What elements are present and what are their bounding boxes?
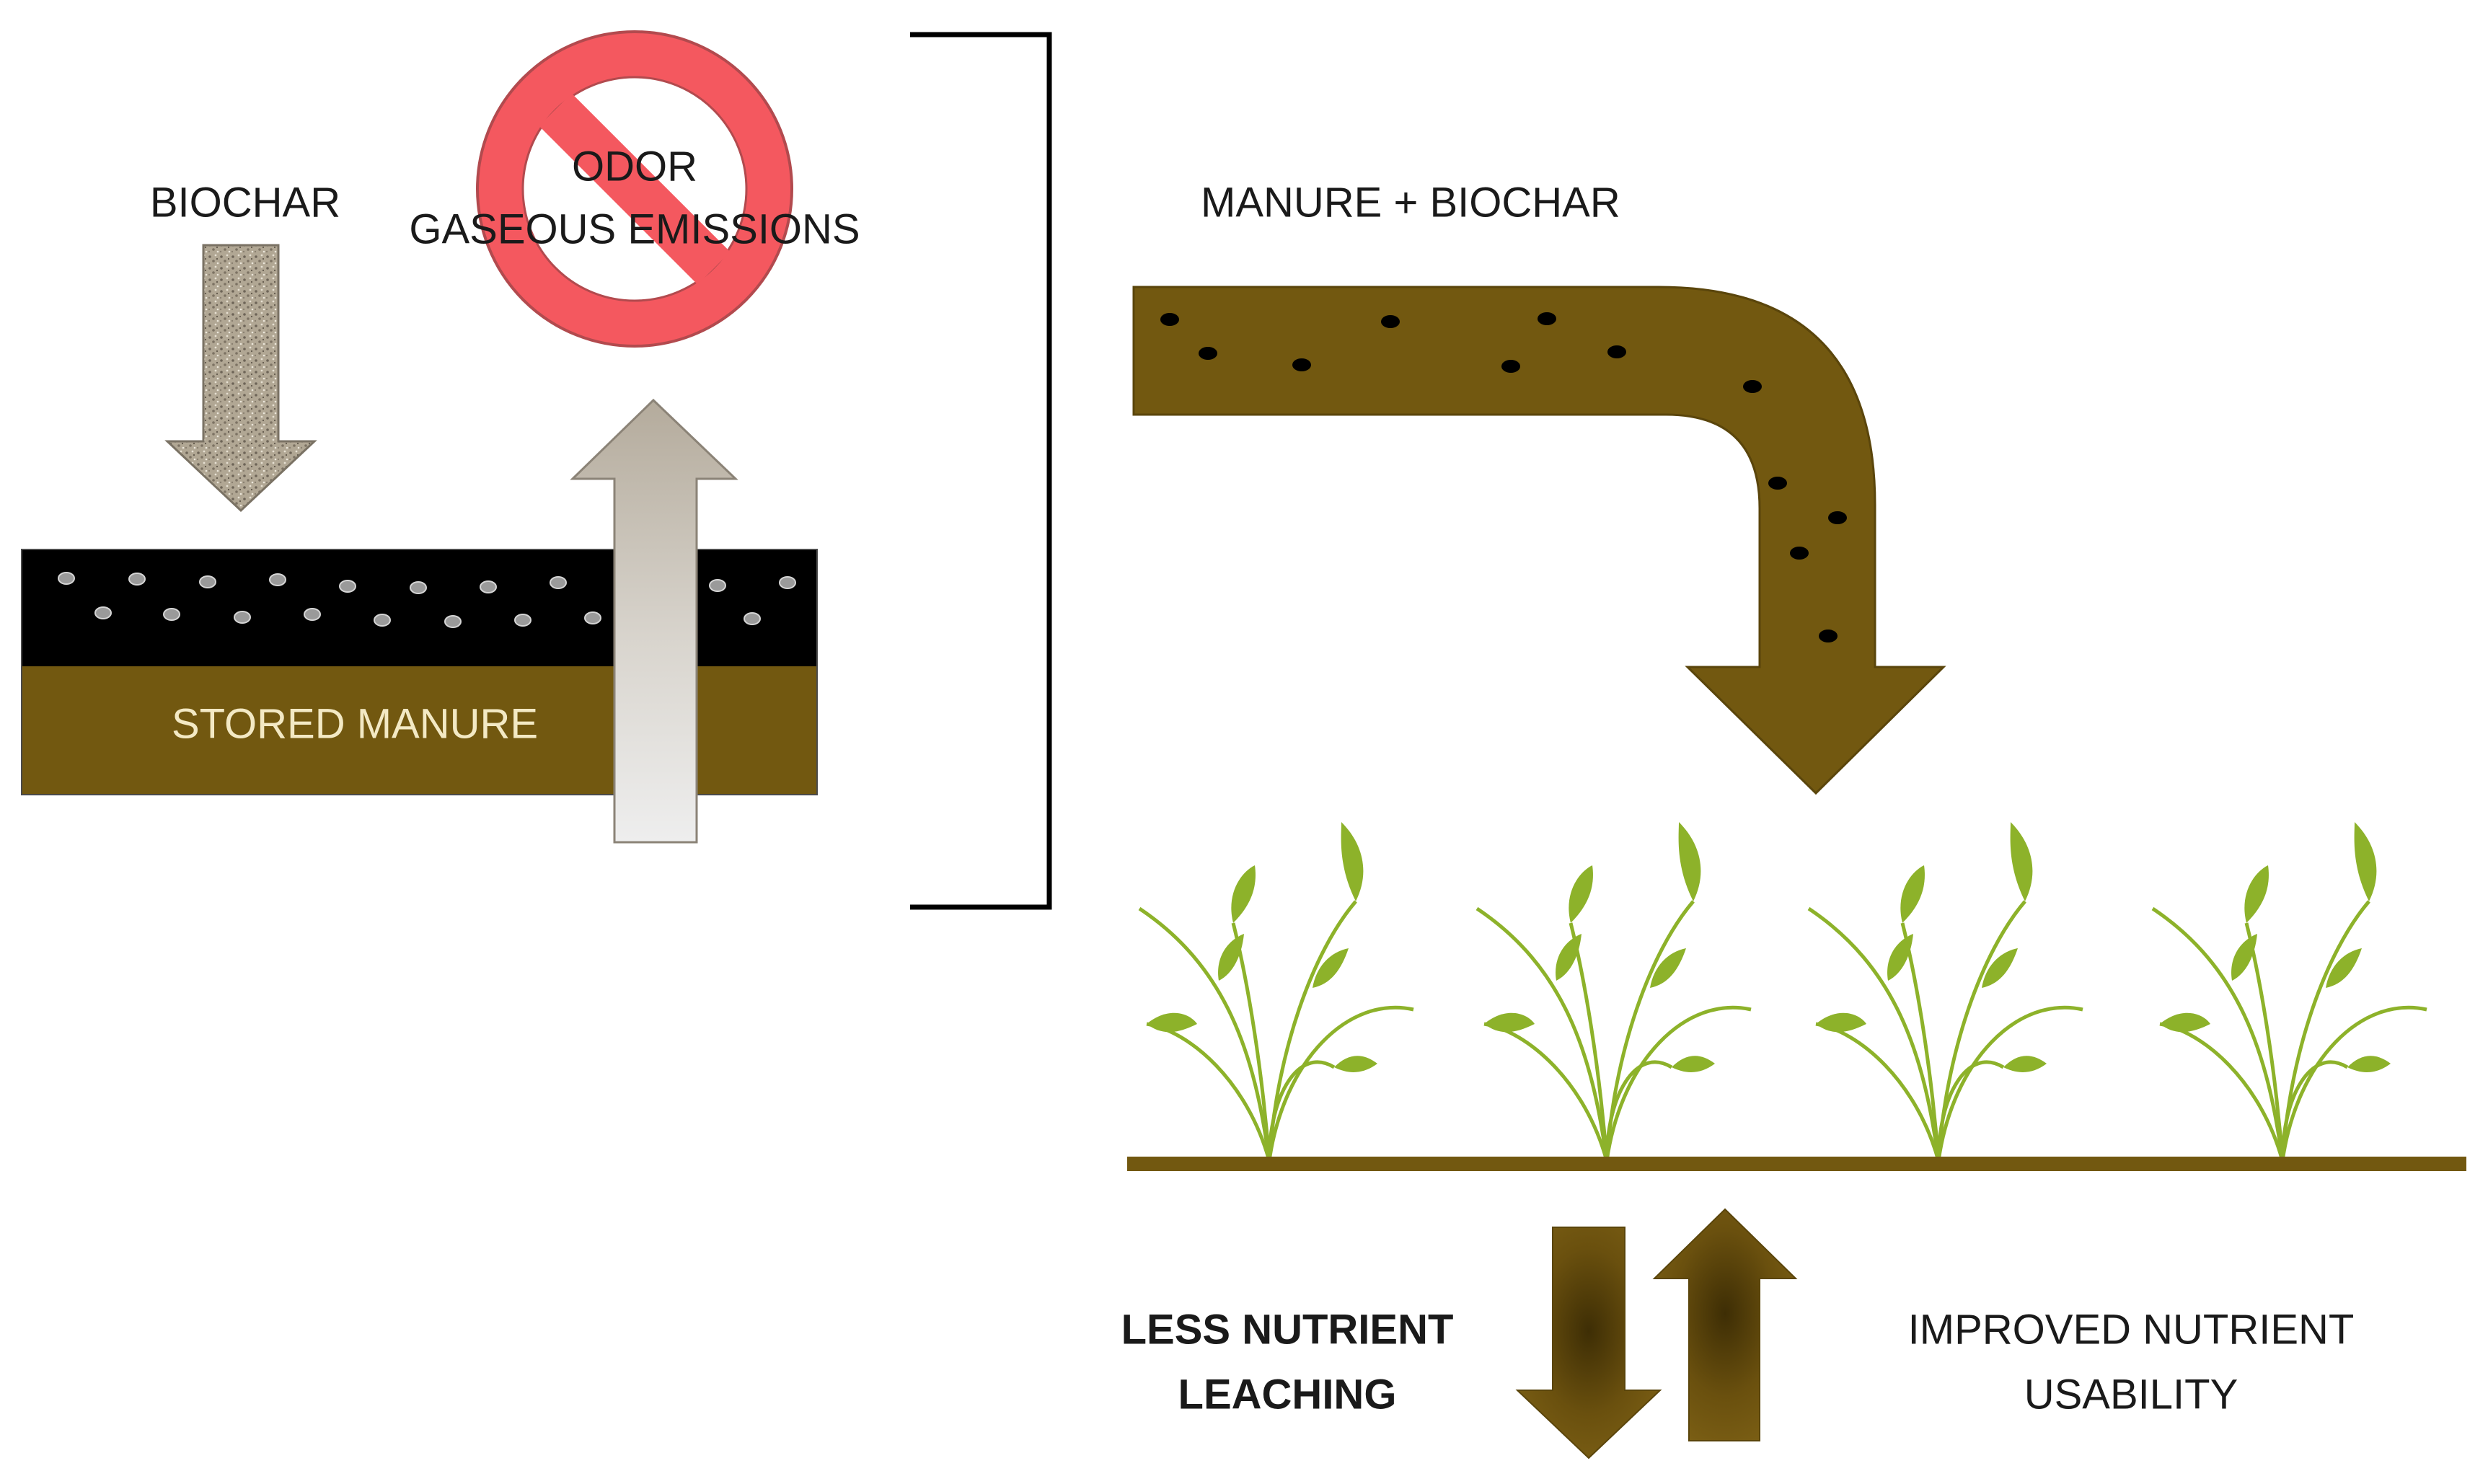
improved-nutrient-label-line1: IMPROVED NUTRIENT (1908, 1306, 2355, 1353)
soil-line (1127, 1157, 2466, 1171)
up-arrow-icon (570, 398, 738, 844)
odor-label: ODOR (572, 143, 697, 190)
biochar-label: BIOCHAR (150, 179, 340, 226)
plant-icon (2151, 822, 2427, 1162)
no-symbol-icon (476, 30, 793, 348)
down-arrow-icon (1515, 1227, 1662, 1459)
plant-icon (1475, 822, 1752, 1162)
plant-icon (1138, 822, 1414, 1162)
improved-nutrient-label-line2: USABILITY (2024, 1371, 2238, 1418)
application-arrow (1132, 286, 1946, 795)
manure-block-outline (21, 549, 818, 795)
biochar-layer (22, 549, 817, 666)
less-nutrient-label-line2: LEACHING (1178, 1371, 1397, 1418)
gaseous-emissions-label: GASEOUS EMISSIONS (409, 206, 860, 252)
leaching-arrow (1515, 1227, 1662, 1459)
curved-arrow-icon (1132, 286, 1946, 795)
gas-emission-arrow (570, 398, 738, 844)
usability-arrow (1652, 1208, 1798, 1441)
biochar-particles (58, 572, 796, 628)
manure-plus-biochar-label: MANURE + BIOCHAR (1201, 179, 1620, 226)
biochar-input-arrow (164, 244, 317, 513)
stored-manure-label: STORED MANURE (172, 700, 538, 747)
plant-icon (1807, 822, 2083, 1162)
down-arrow-icon (164, 244, 317, 513)
biochar-particles-in-arrow (1160, 312, 1847, 642)
process-bracket (910, 32, 1052, 910)
up-arrow-icon (1652, 1208, 1798, 1441)
stored-manure-block: STORED MANURE (21, 549, 818, 795)
less-nutrient-label-line1: LESS NUTRIENT (1121, 1306, 1454, 1353)
